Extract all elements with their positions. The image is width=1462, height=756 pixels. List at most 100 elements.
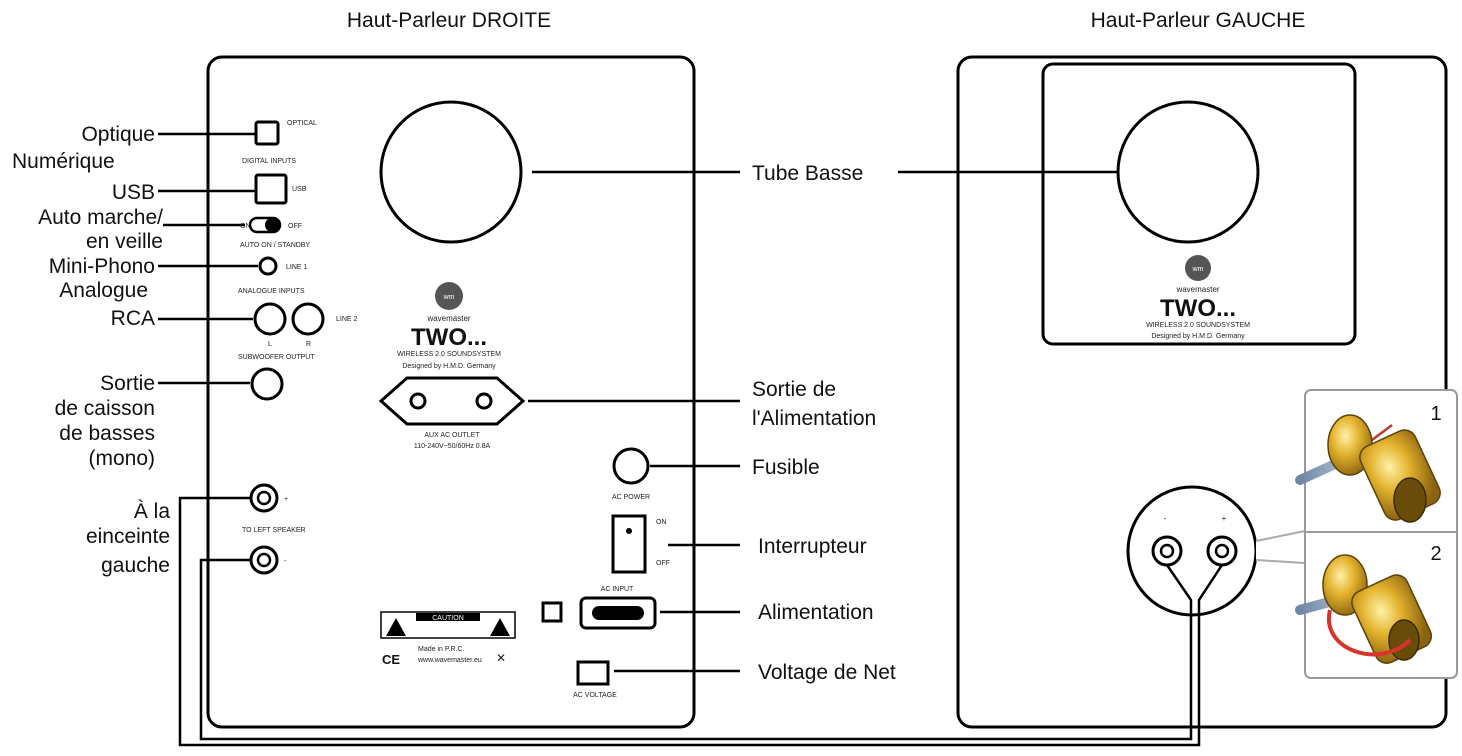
brand-designed: Designed by H.M.D. Germany [402,363,496,370]
terminal-plus [249,483,279,513]
label-usb: USB [292,186,307,193]
left-brand-model: TWO... [1160,295,1236,322]
right-speaker-panel [206,55,696,729]
fuse-holder [612,447,650,485]
label-website: www.wavemaster.eu [417,657,482,664]
brand-logo-icon [435,282,463,310]
wire-plus [178,496,1224,747]
callout-rca: RCA [111,307,155,330]
callout-mini-phono: Mini-Phono [49,255,155,278]
step-one-post-hole [1393,477,1427,523]
subwoofer-jack [250,367,284,401]
label-analogue-inputs: ANALOGUE INPUTS [238,288,305,295]
brand-logo-text: wm [443,294,455,301]
callout-analogue: Analogue [59,279,148,302]
wire-minus [199,558,1193,741]
callout-a-la: À la [134,500,171,523]
step-two-number: 2 [1430,543,1441,565]
terminal-plus-inner [256,490,272,506]
callout-alimentation-out: l'Alimentation [752,407,876,430]
label-auto-standby: AUTO ON / STANDBY [240,242,310,249]
callout-mono: (mono) [88,447,155,470]
label-switch-on: ON [240,223,251,230]
left-brand-sub: WIRELESS 2.0 SOUNDSYSTEM [1146,322,1250,329]
rca-right-jack [291,302,325,336]
callout-usb: USB [112,181,155,204]
outlet-pin-left [409,392,427,410]
step-two-rotate-arrow [1326,609,1412,657]
label-line1: LINE 1 [286,264,308,271]
callout-de-basses: de basses [59,422,155,445]
label-rca-l: L [268,341,272,348]
rca-left-jack [253,302,287,336]
step-two-binding-post [1295,554,1433,664]
left-brand-designed: Designed by H.M.D. Germany [1151,333,1245,340]
label-digital-inputs: DIGITAL INPUTS [242,158,296,165]
left-brand-logo-text: wm [1192,266,1204,273]
right-bass-tube [379,100,523,244]
callout-tube-basse: Tube Basse [752,162,863,185]
label-made-in: Made in P.R.C. [418,646,465,653]
left-brand-name: wavemaster [1175,285,1219,294]
power-switch [611,514,647,574]
label-ac-voltage: AC VOLTAGE [573,692,617,699]
warning-left-icon [386,618,406,636]
ac-input-socket [579,596,657,630]
left-terminal-minus-inner [1159,543,1175,559]
caution-text: CAUTION [432,615,464,622]
label-rca-r: R [306,341,311,348]
label-line2: LINE 2 [336,316,358,323]
callout-numerique: Numérique [12,150,115,173]
label-optical: OPTICAL [287,120,317,127]
step-two-post-hole [1388,619,1420,661]
label-to-left-speaker: TO LEFT SPEAKER [242,527,306,534]
label-aux-outlet: AUX AC OUTLET [424,432,480,439]
callout-gauche: gauche [101,554,170,577]
weee-bin-icon: ✕ [496,651,506,665]
label-ac-power: AC POWER [612,494,650,501]
step-one-binding-post [1295,414,1441,523]
callout-en-veille: en veille [86,230,163,253]
left-bass-tube [1116,100,1260,244]
switch-knob [265,218,279,232]
caution-label [380,611,516,639]
left-brand-logo-icon [1185,255,1211,281]
ce-mark: CE [382,652,400,667]
auto-standby-switch [248,216,282,234]
ac-input-socket-inner [592,606,644,620]
magnifier-pointer [1255,529,1306,565]
callout-auto-marche: Auto marche/ [38,206,163,229]
brand-name: wavemaster [426,314,470,323]
left-terminal-plus-inner [1214,543,1230,559]
callout-sortie-de: Sortie de [752,378,836,401]
callout-de-caisson: de caisson [55,397,155,420]
caution-bar [416,613,480,621]
label-switch-off-2: OFF [656,560,670,567]
aux-ac-outlet [378,376,526,426]
label-switch-on-2: ON [656,519,667,526]
speaker-wire [178,496,1224,747]
brand-model: TWO... [411,324,487,351]
mini-phono-jack [258,256,278,276]
usb-input [254,173,288,205]
label-ac-input: AC INPUT [601,586,634,593]
callout-fusible: Fusible [752,456,820,479]
ac-voltage-selector [576,660,610,686]
callout-voltage: Voltage de Net [758,661,896,684]
label-subwoofer-output: SUBWOOFER OUTPUT [238,354,315,361]
brand-sub: WIRELESS 2.0 SOUNDSYSTEM [397,351,501,358]
left-terminal-plus-label: + [1222,514,1227,523]
outlet-pin-right [475,392,493,410]
label-switch-off: OFF [288,223,302,230]
callout-einceinte: einceinte [86,525,170,548]
label-terminal-plus: + [284,496,288,503]
optical-input [254,120,280,146]
label-terminal-minus: - [284,558,287,565]
callout-optique: Optique [81,123,155,146]
terminal-minus-inner [256,552,272,568]
right-speaker-title: Haut-Parleur DROITE [347,9,551,32]
left-terminal-minus-label: - [1164,514,1167,523]
ac-input-indicator [541,601,563,623]
step-one-number: 1 [1430,403,1441,425]
